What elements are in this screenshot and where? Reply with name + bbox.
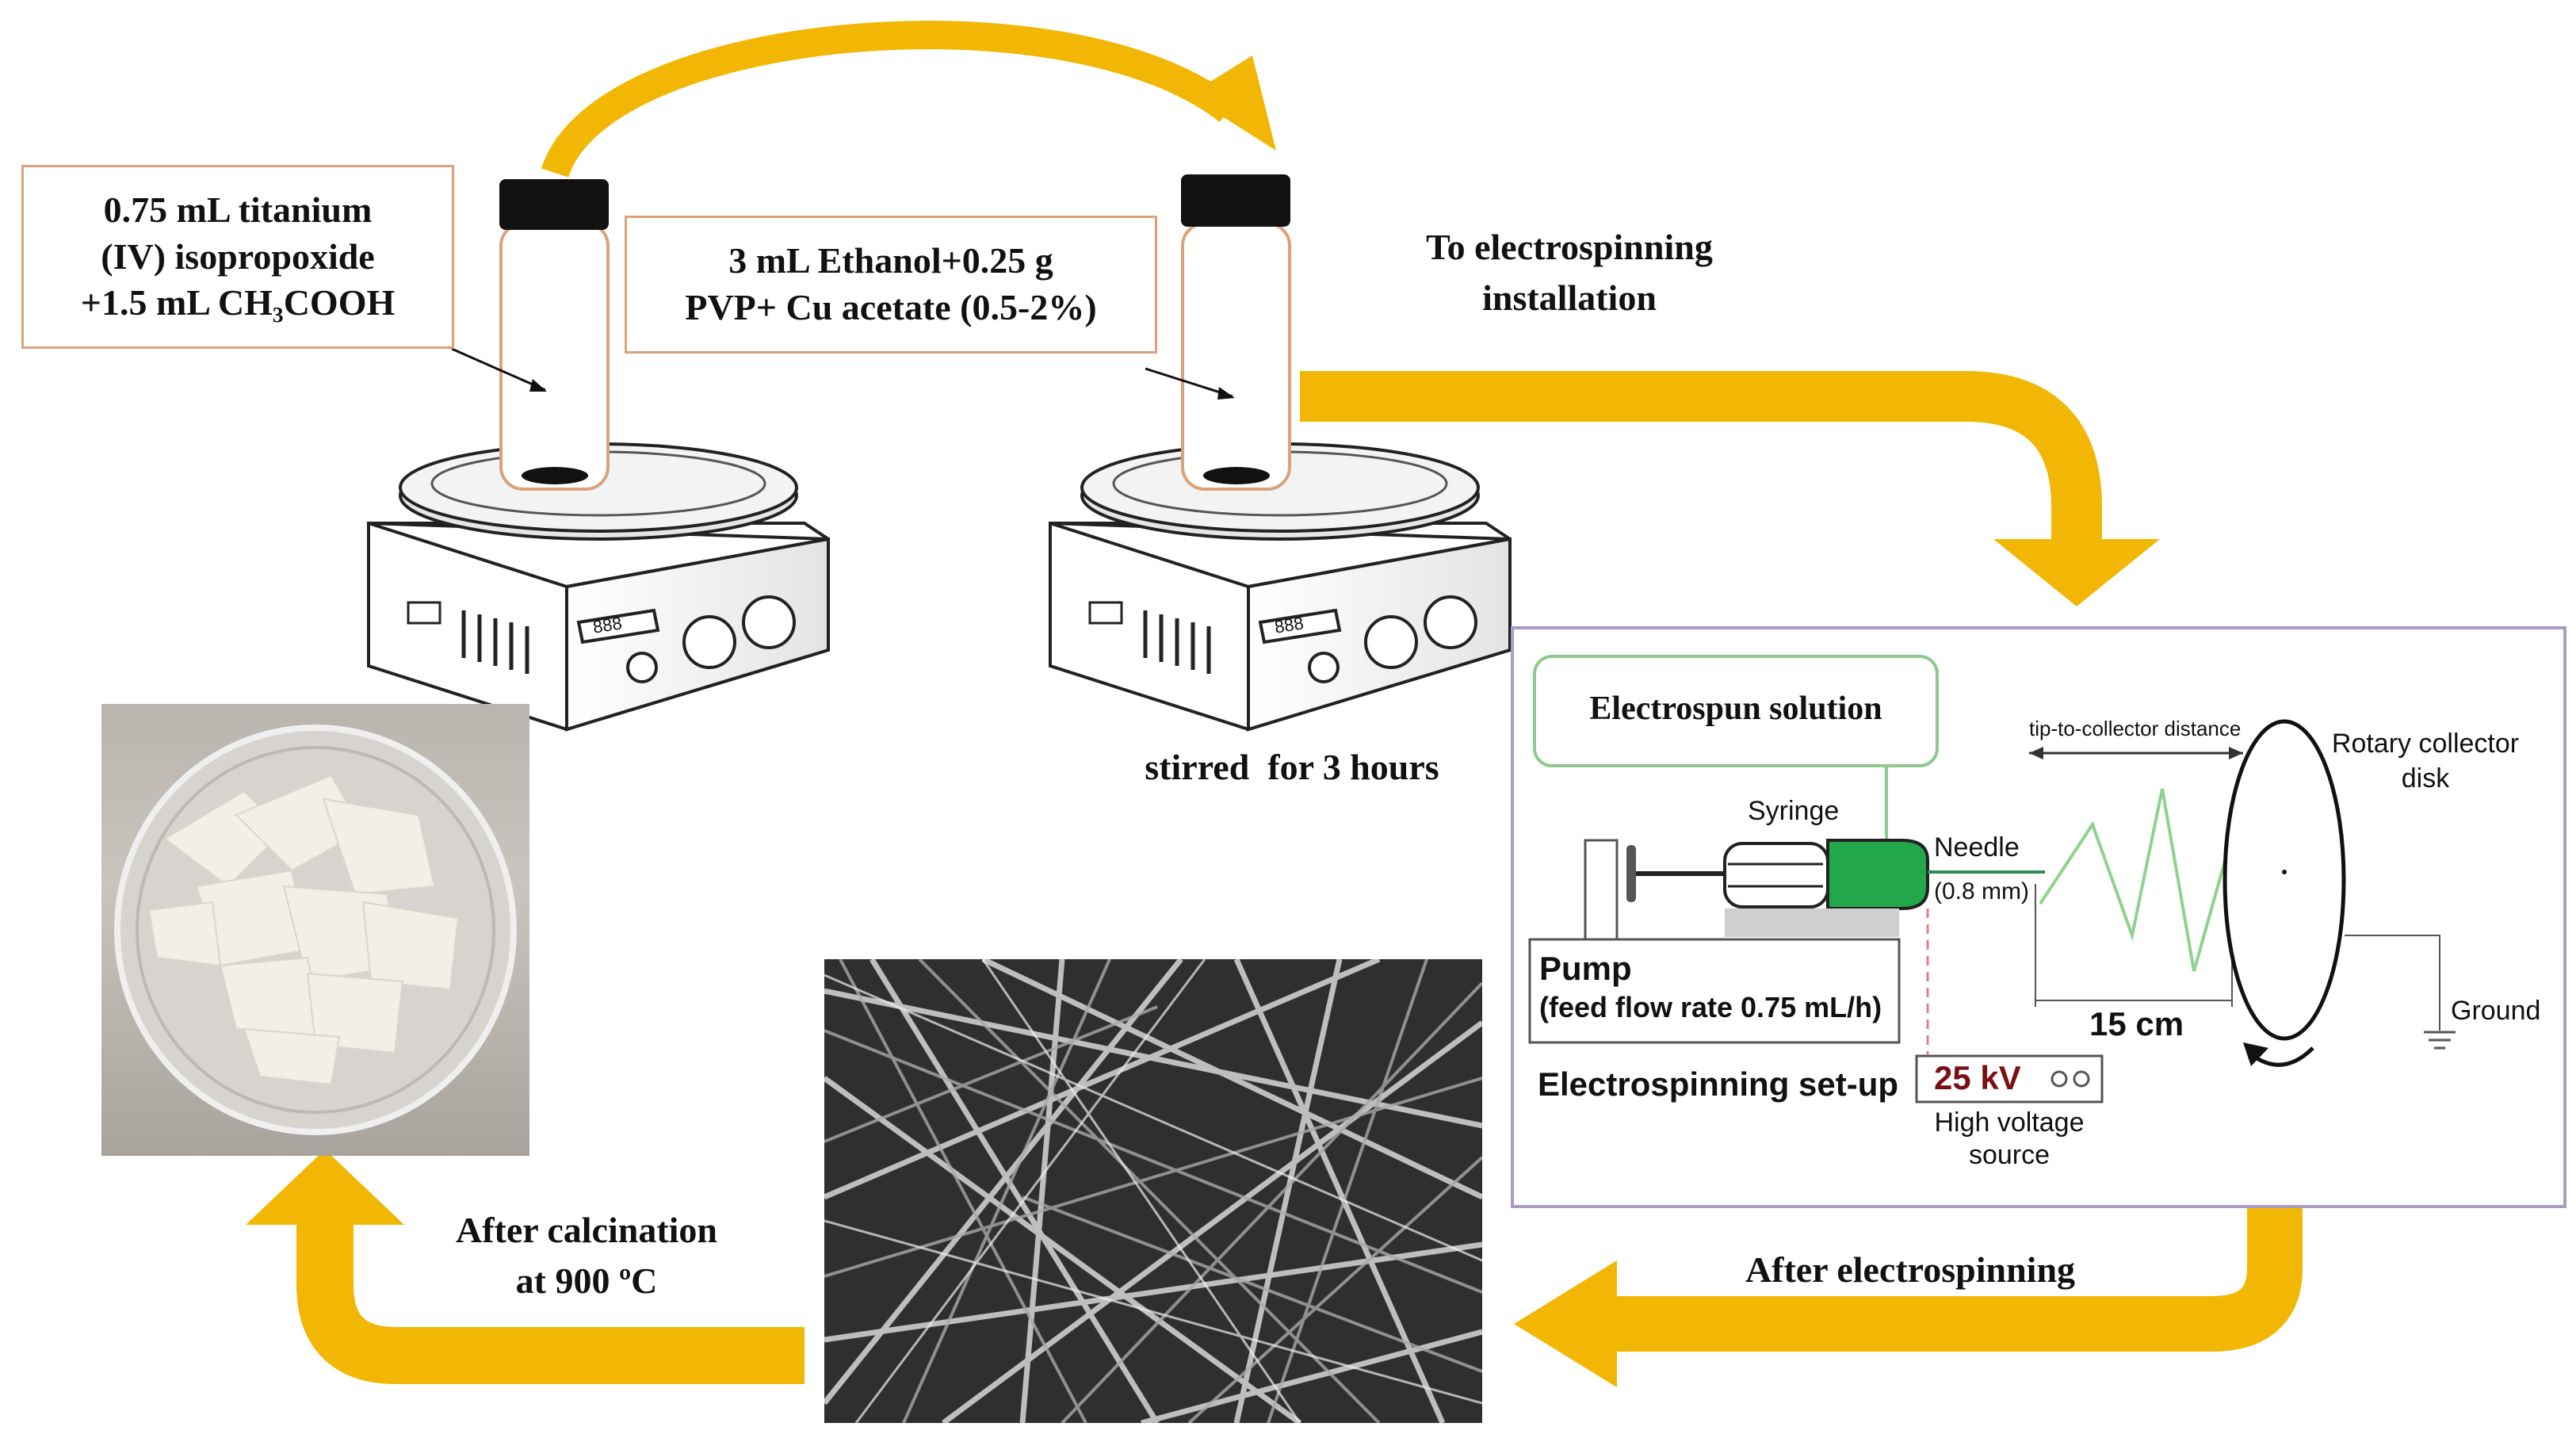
precursor-line-2: (IV) isopropoxide bbox=[101, 235, 375, 277]
vial-2 bbox=[1145, 174, 1291, 491]
voltage-source-line-1: High voltage bbox=[1934, 1107, 2085, 1138]
to-electrospinning-line-1: To electrospinning bbox=[1426, 227, 1713, 267]
after-electrospinning-arrow bbox=[1514, 1169, 2303, 1387]
distance-value: 15 cm bbox=[2089, 1005, 2184, 1042]
to-electrospinning-line-2: installation bbox=[1482, 277, 1657, 319]
collector-line-1: Rotary collector bbox=[2331, 729, 2520, 759]
precursor-line-3: +1.5 mL CH₃COOH bbox=[80, 282, 396, 323]
transfer-arrow bbox=[541, 21, 1276, 178]
to-setup-arrow bbox=[1300, 371, 2160, 606]
voltage-value: 25 kV bbox=[1934, 1059, 2021, 1096]
after-calcination-arrow bbox=[246, 1149, 805, 1384]
needle-size-label: (0.8 mm) bbox=[1934, 878, 2029, 905]
electrospinning-setup bbox=[1511, 626, 2566, 1208]
solution-label: Electrospun solution bbox=[1589, 690, 1882, 727]
voltage-source-line-2: source bbox=[1968, 1139, 2050, 1170]
solvent-line-1: 3 mL Ethanol+0.25 g bbox=[728, 240, 1053, 281]
pump-label: Pump bbox=[1539, 950, 1632, 987]
distance-label: tip-to-collector distance bbox=[2029, 717, 2242, 740]
vial-1 bbox=[451, 179, 610, 491]
collector-label: Rotary collector disk bbox=[2322, 726, 2528, 796]
calcined-powder-photo bbox=[101, 704, 529, 1156]
after-calcination-line-2: at 900 ºC bbox=[515, 1260, 658, 1302]
precursor-label: 0.75 mL titanium (IV) isopropoxide +1.5 … bbox=[21, 165, 454, 349]
needle-label: Needle bbox=[1934, 832, 2020, 863]
precursor-line-1: 0.75 mL titanium bbox=[103, 189, 373, 230]
setup-title: Electrospinning set-up bbox=[1538, 1065, 1899, 1103]
solvent-line-2: PVP+ Cu acetate (0.5-2%) bbox=[685, 287, 1097, 327]
nanofiber-texture bbox=[824, 959, 1482, 1423]
voltage-source-label: High voltage source bbox=[1910, 1107, 2108, 1172]
hotplate-2 bbox=[1049, 442, 1512, 732]
to-electrospinning-caption: To electrospinning installation bbox=[1363, 222, 1775, 324]
petri-dish-graphic bbox=[114, 725, 517, 1135]
collector-line-2: disk bbox=[2401, 763, 2450, 794]
flow-rate-label: (feed flow rate 0.75 mL/h) bbox=[1539, 991, 1882, 1023]
solvent-label: 3 mL Ethanol+0.25 g PVP+ Cu acetate (0.5… bbox=[625, 216, 1157, 354]
sem-nanofiber-image bbox=[824, 959, 1482, 1423]
syringe-label: Syringe bbox=[1748, 796, 1840, 826]
ground-label: Ground bbox=[2451, 996, 2541, 1026]
hotplate-1 bbox=[367, 442, 830, 732]
after-electrospinning-caption: After electrospinning bbox=[1745, 1249, 2076, 1290]
stir-caption: stirred for 3 hours bbox=[1145, 747, 1439, 787]
after-calcination-line-1: After calcination bbox=[455, 1210, 718, 1250]
after-calcination-caption: After calcination at 900 ºC bbox=[396, 1205, 777, 1307]
